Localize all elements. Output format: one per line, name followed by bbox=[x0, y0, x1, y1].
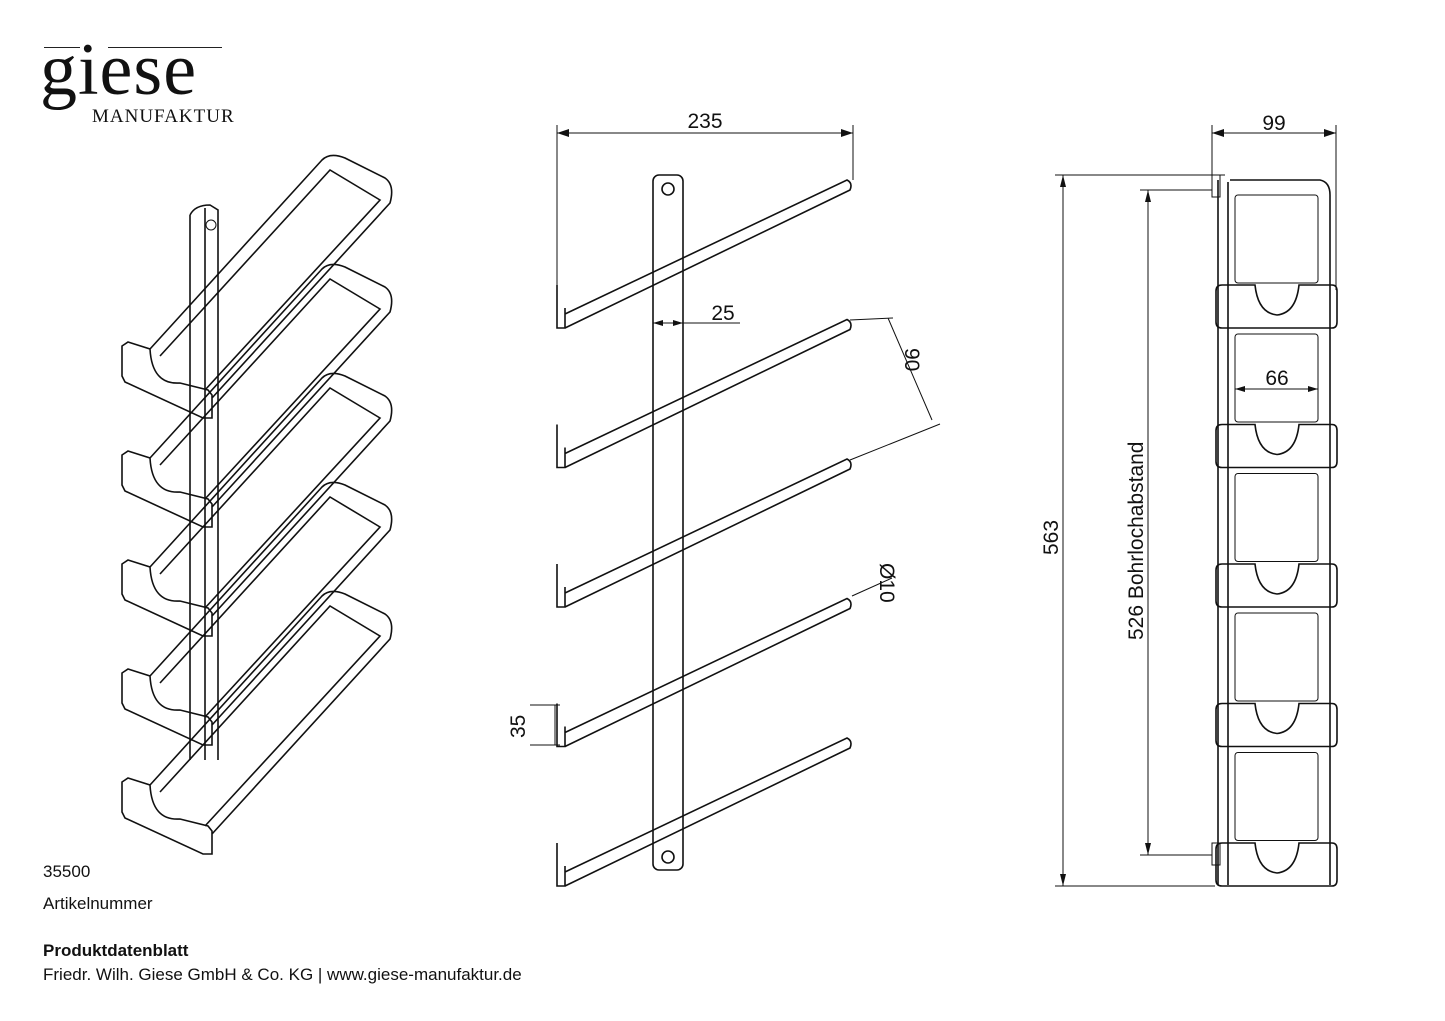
bracket bbox=[1215, 284, 1338, 329]
dim-depth: 99 bbox=[1262, 112, 1285, 135]
bracket bbox=[1215, 702, 1338, 748]
arm bbox=[556, 179, 852, 329]
article-number-label: Artikelnummer bbox=[43, 894, 153, 913]
panel bbox=[1234, 473, 1319, 562]
logo-subtitle: MANUFAKTUR bbox=[92, 106, 235, 127]
company-info: Friedr. Wilh. Giese GmbH & Co. KG | www.… bbox=[43, 965, 522, 984]
dim-arm-spacing: 90 bbox=[900, 348, 923, 371]
panel bbox=[1234, 612, 1319, 702]
dim-foot-height: 35 bbox=[507, 715, 530, 738]
dim-hole-distance: 526 Bohrlochabstand bbox=[1125, 442, 1148, 641]
mounting-hole bbox=[661, 850, 675, 864]
dim-inner-width: 66 bbox=[1265, 367, 1288, 390]
bracket bbox=[1215, 423, 1338, 469]
panel bbox=[1234, 194, 1319, 284]
logo-rule bbox=[108, 47, 222, 48]
arm bbox=[556, 597, 852, 748]
dim-bar-width: 25 bbox=[711, 302, 734, 325]
arm bbox=[556, 458, 852, 608]
arm bbox=[121, 263, 393, 528]
bracket bbox=[1215, 842, 1338, 887]
front-view: 99 66 563 526 Bohrlochabstand bbox=[1040, 112, 1338, 887]
logo-rule bbox=[44, 47, 80, 48]
arm bbox=[121, 154, 393, 419]
arm bbox=[556, 737, 852, 887]
datasheet-title: Produktdatenblatt bbox=[43, 941, 189, 960]
side-view: 235 25 90 Ø10 35 bbox=[507, 110, 941, 887]
article-number: 35500 bbox=[43, 862, 91, 881]
arm bbox=[121, 590, 393, 855]
wall-bar bbox=[652, 174, 684, 871]
arm bbox=[556, 318, 852, 469]
logo-wordmark: giese bbox=[40, 29, 198, 111]
panel bbox=[1234, 752, 1319, 841]
wall-bar bbox=[189, 204, 219, 760]
dim-total-height: 563 bbox=[1040, 520, 1063, 555]
bracket bbox=[1215, 563, 1338, 608]
mounting-hole bbox=[205, 219, 217, 231]
frame bbox=[1217, 179, 1331, 885]
mounting-hole bbox=[661, 182, 675, 196]
arm bbox=[121, 481, 393, 746]
isometric-view bbox=[121, 154, 393, 855]
dim-rod-diameter: Ø10 bbox=[875, 563, 898, 603]
arm bbox=[121, 372, 393, 637]
dim-width: 235 bbox=[687, 110, 722, 133]
panel bbox=[1234, 333, 1319, 423]
